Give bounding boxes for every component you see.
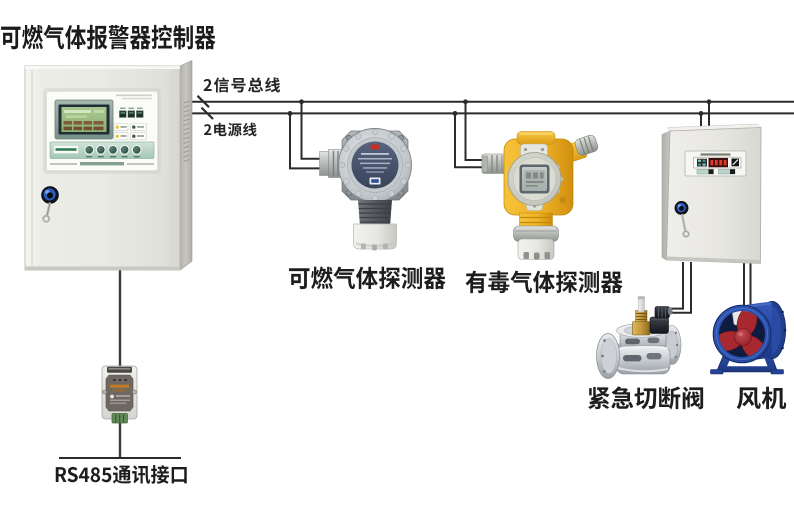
toxic-lcd	[519, 164, 550, 194]
detector-sensor-cap	[353, 223, 397, 250]
wire-drop-toxic-signal	[464, 101, 488, 161]
box-door-lock	[674, 201, 689, 215]
wire-drop-combustible-signal	[300, 101, 324, 160]
combustible-detector	[319, 128, 412, 251]
cabinet-door-lock	[41, 186, 59, 204]
controller-indicator-cells	[113, 123, 147, 141]
fan-label: 风机	[736, 379, 787, 414]
toxic-detector-label: 有毒气体探测器	[465, 262, 623, 298]
controller-button-band	[49, 141, 155, 159]
toxic-detector	[481, 131, 599, 260]
box-display-panel	[684, 150, 747, 177]
rs485-interface-label: RS485通讯接口	[54, 458, 189, 488]
rs485-module	[101, 365, 138, 424]
shutoff-valve-label: 紧急切断阀	[586, 379, 705, 414]
wire-box-to-valve-2	[668, 262, 692, 314]
box-front-face	[666, 127, 762, 264]
wire-drop-toxic-power	[454, 113, 488, 169]
power-line-label: 2电源线	[203, 118, 258, 140]
wire-drop-combustible-power	[289, 113, 324, 170]
secondary-control-box	[661, 123, 762, 264]
valve-stem	[637, 296, 645, 313]
controller-cabinet	[24, 60, 193, 271]
cabinet-side-vents	[183, 100, 190, 163]
wire-junction-dots	[287, 99, 712, 116]
controller-status-leds	[119, 107, 144, 118]
cabinet-key	[42, 202, 52, 223]
wire-box-to-valve-1	[668, 262, 684, 310]
exhaust-fan	[710, 301, 787, 375]
cabinet-side-face	[179, 60, 193, 271]
wire-tick-signal	[196, 95, 210, 108]
controller-title-label: 可燃气体报警器控制器	[0, 17, 216, 55]
fan-impeller	[719, 311, 765, 357]
controller-lcd	[54, 99, 114, 140]
valve-solenoid	[649, 306, 673, 334]
box-key	[680, 213, 690, 238]
cabinet-inner-panel-frame	[43, 88, 161, 174]
shutoff-valve	[596, 296, 682, 379]
wire-tick-power	[200, 106, 214, 120]
box-led-display	[708, 158, 728, 168]
controller-buttons	[84, 144, 142, 155]
valve-brass-actuator	[632, 310, 651, 336]
detector-head-bolts	[338, 128, 412, 202]
signal-bus-label: 2信号总线	[203, 71, 282, 96]
combustible-detector-label: 可燃气体探测器	[288, 259, 446, 294]
wiring-layer	[59, 95, 794, 459]
